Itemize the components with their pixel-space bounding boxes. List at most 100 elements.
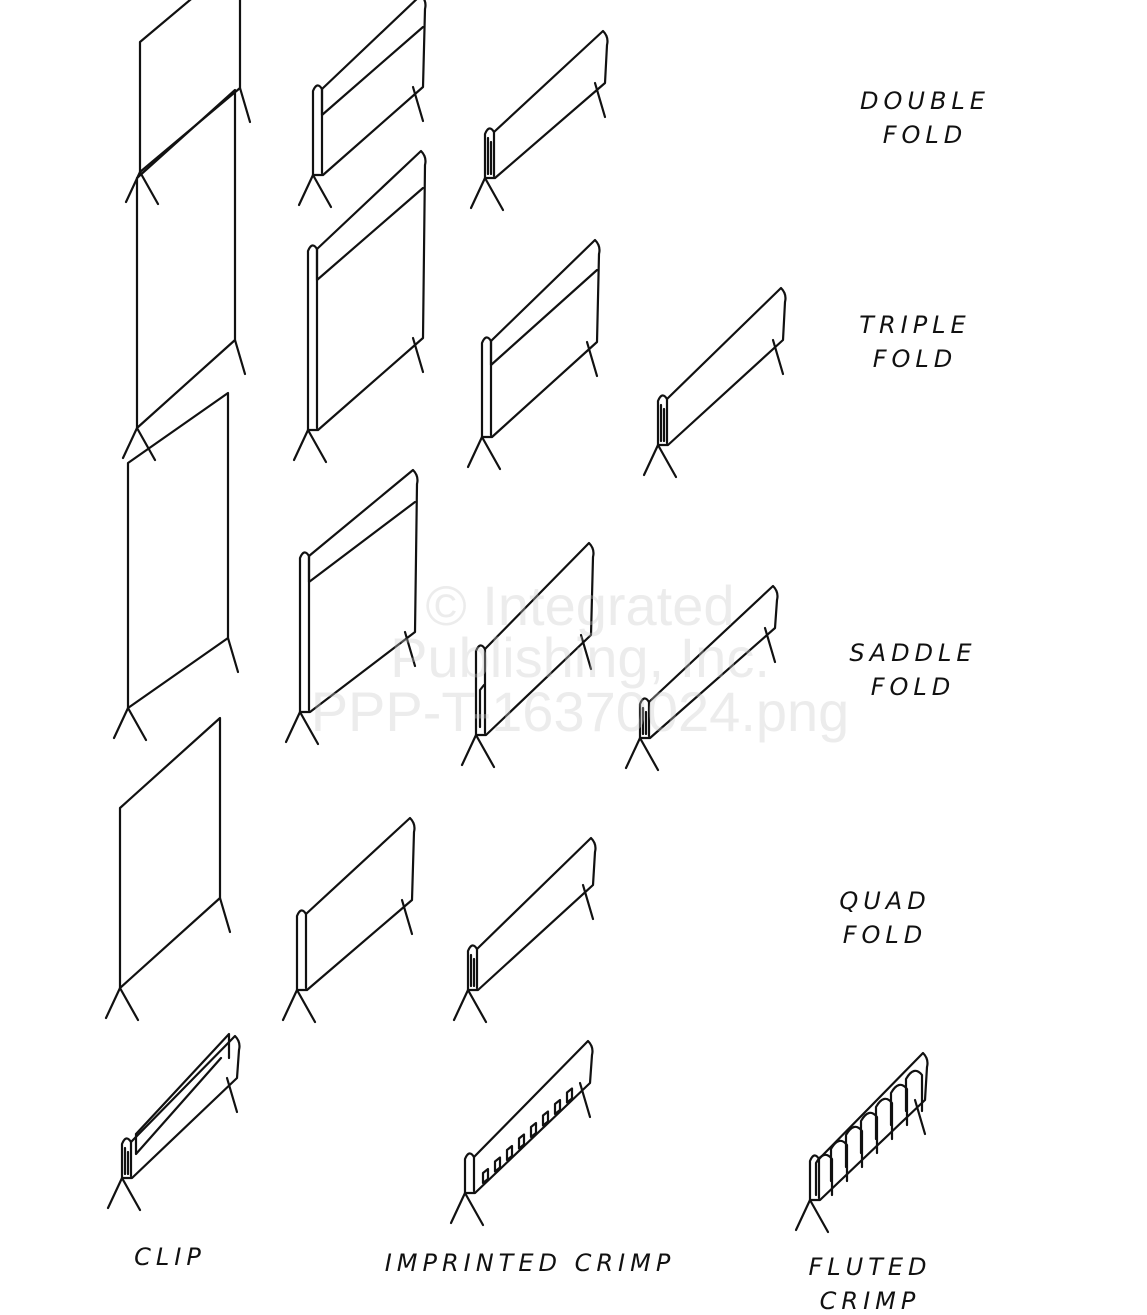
sheet-outline xyxy=(306,149,427,432)
figure-tight-6 xyxy=(642,286,787,479)
crimp-imprint xyxy=(565,1087,574,1104)
watermark-line-1: © Integrated xyxy=(425,574,735,637)
fold-layers xyxy=(659,403,666,443)
watermark-line-2: Publishing, Inc. xyxy=(390,626,770,689)
figure-plain-11 xyxy=(104,716,232,1022)
sheet-outline xyxy=(474,541,595,737)
sheet-outline xyxy=(118,716,222,990)
crimp-imprint xyxy=(553,1098,562,1116)
figure-fold-5 xyxy=(466,238,601,471)
crimp-imprint xyxy=(481,1167,490,1185)
crimp-imprint xyxy=(529,1121,538,1139)
sheet-outline xyxy=(656,286,787,447)
stand-legs xyxy=(624,736,660,772)
stand-leg-right xyxy=(578,1081,592,1119)
figure-imprint-15 xyxy=(449,1039,594,1227)
label-imprinted-crimp: IMPRINTED CRIMP xyxy=(384,1249,676,1277)
label-triple-fold: TRIPLE FOLD xyxy=(830,308,1000,376)
stand-legs xyxy=(449,1191,485,1227)
crimp-imprint xyxy=(493,1156,502,1173)
sheet-outline xyxy=(466,836,597,992)
label-line: QUAD xyxy=(839,887,931,915)
stand-legs xyxy=(281,988,317,1024)
sheet-outline xyxy=(463,1039,594,1195)
fold-hook xyxy=(307,500,417,584)
stand-legs xyxy=(104,986,140,1022)
fold-layers xyxy=(123,1146,130,1176)
label-quad-fold: QUAD FOLD xyxy=(800,884,970,952)
stand-leg-right xyxy=(585,340,599,378)
stand-leg-right xyxy=(593,81,607,119)
label-saddle-fold: SADDLE FOLD xyxy=(828,636,998,704)
stand-legs xyxy=(642,443,678,479)
fold-hook xyxy=(489,268,599,367)
sheet-outline xyxy=(808,1051,929,1202)
sheet-outline xyxy=(295,816,416,992)
figure-edge-12 xyxy=(281,816,416,1024)
stand-leg-right xyxy=(579,633,593,671)
label-line: FOLD xyxy=(882,121,968,149)
label-line: TRIPLE xyxy=(859,311,971,339)
stand-leg-right xyxy=(913,1098,927,1136)
fold-layers xyxy=(469,953,476,988)
stand-legs xyxy=(469,176,505,212)
stand-leg-right xyxy=(411,85,425,123)
stand-leg-right xyxy=(233,338,247,376)
figure-saddle-9 xyxy=(460,541,595,769)
figure-tight-13 xyxy=(452,836,597,1024)
label-line: DOUBLE xyxy=(860,87,990,115)
fold-layers xyxy=(641,706,648,736)
stand-legs xyxy=(794,1198,830,1234)
label-line: SADDLE xyxy=(849,639,977,667)
stand-leg-right xyxy=(581,883,595,921)
sheet-outline xyxy=(135,88,237,430)
fold-layers xyxy=(486,136,493,176)
flute xyxy=(829,1139,849,1183)
figure-tight-2 xyxy=(469,29,609,212)
label-double-fold: DOUBLE FOLD xyxy=(840,84,1010,152)
stand-legs xyxy=(112,706,148,742)
stand-leg-right xyxy=(400,898,414,936)
fold-hook xyxy=(315,186,425,282)
sheet-outline xyxy=(120,1034,241,1180)
clip-lip xyxy=(134,1032,231,1156)
label-line: FOLD xyxy=(870,673,956,701)
stand-leg-right xyxy=(411,336,425,374)
sheet-outline xyxy=(638,584,779,740)
fold-hook xyxy=(320,25,425,117)
crimp-imprint xyxy=(505,1144,514,1162)
stand-leg-right xyxy=(403,630,417,668)
figure-fold-4 xyxy=(292,149,427,464)
stand-leg-right xyxy=(771,338,785,376)
sheet-outline xyxy=(138,0,242,174)
stand-legs xyxy=(292,428,328,464)
figure-flute-16 xyxy=(794,1051,929,1234)
stand-legs xyxy=(124,170,160,206)
label-line: CRIMP xyxy=(819,1287,921,1315)
figure-fold-1 xyxy=(297,0,427,209)
stand-leg-right xyxy=(225,1076,239,1114)
stand-leg-right xyxy=(763,626,777,664)
label-line: FOLD xyxy=(872,345,958,373)
figure-plain-3 xyxy=(121,88,247,462)
stand-legs xyxy=(460,733,496,769)
label-clip: CLIP xyxy=(134,1243,206,1271)
figure-fold-8 xyxy=(284,468,419,746)
crimp-imprint xyxy=(541,1110,550,1127)
sheet-outline xyxy=(298,468,419,714)
flute xyxy=(904,1069,924,1113)
stand-legs xyxy=(121,426,157,462)
figure-tight-10 xyxy=(624,584,779,772)
stand-leg-right xyxy=(238,86,252,124)
watermark-line-3: PPP-T-16370024.png xyxy=(310,680,850,743)
stand-legs xyxy=(284,710,320,746)
stand-legs xyxy=(297,173,333,209)
stand-legs xyxy=(466,435,502,471)
label-line: FLUTED xyxy=(808,1253,932,1281)
figure-clip-14 xyxy=(106,1032,241,1212)
crimp-imprint xyxy=(517,1133,526,1150)
sheet-outline xyxy=(126,391,230,710)
stand-leg-right xyxy=(226,636,240,674)
